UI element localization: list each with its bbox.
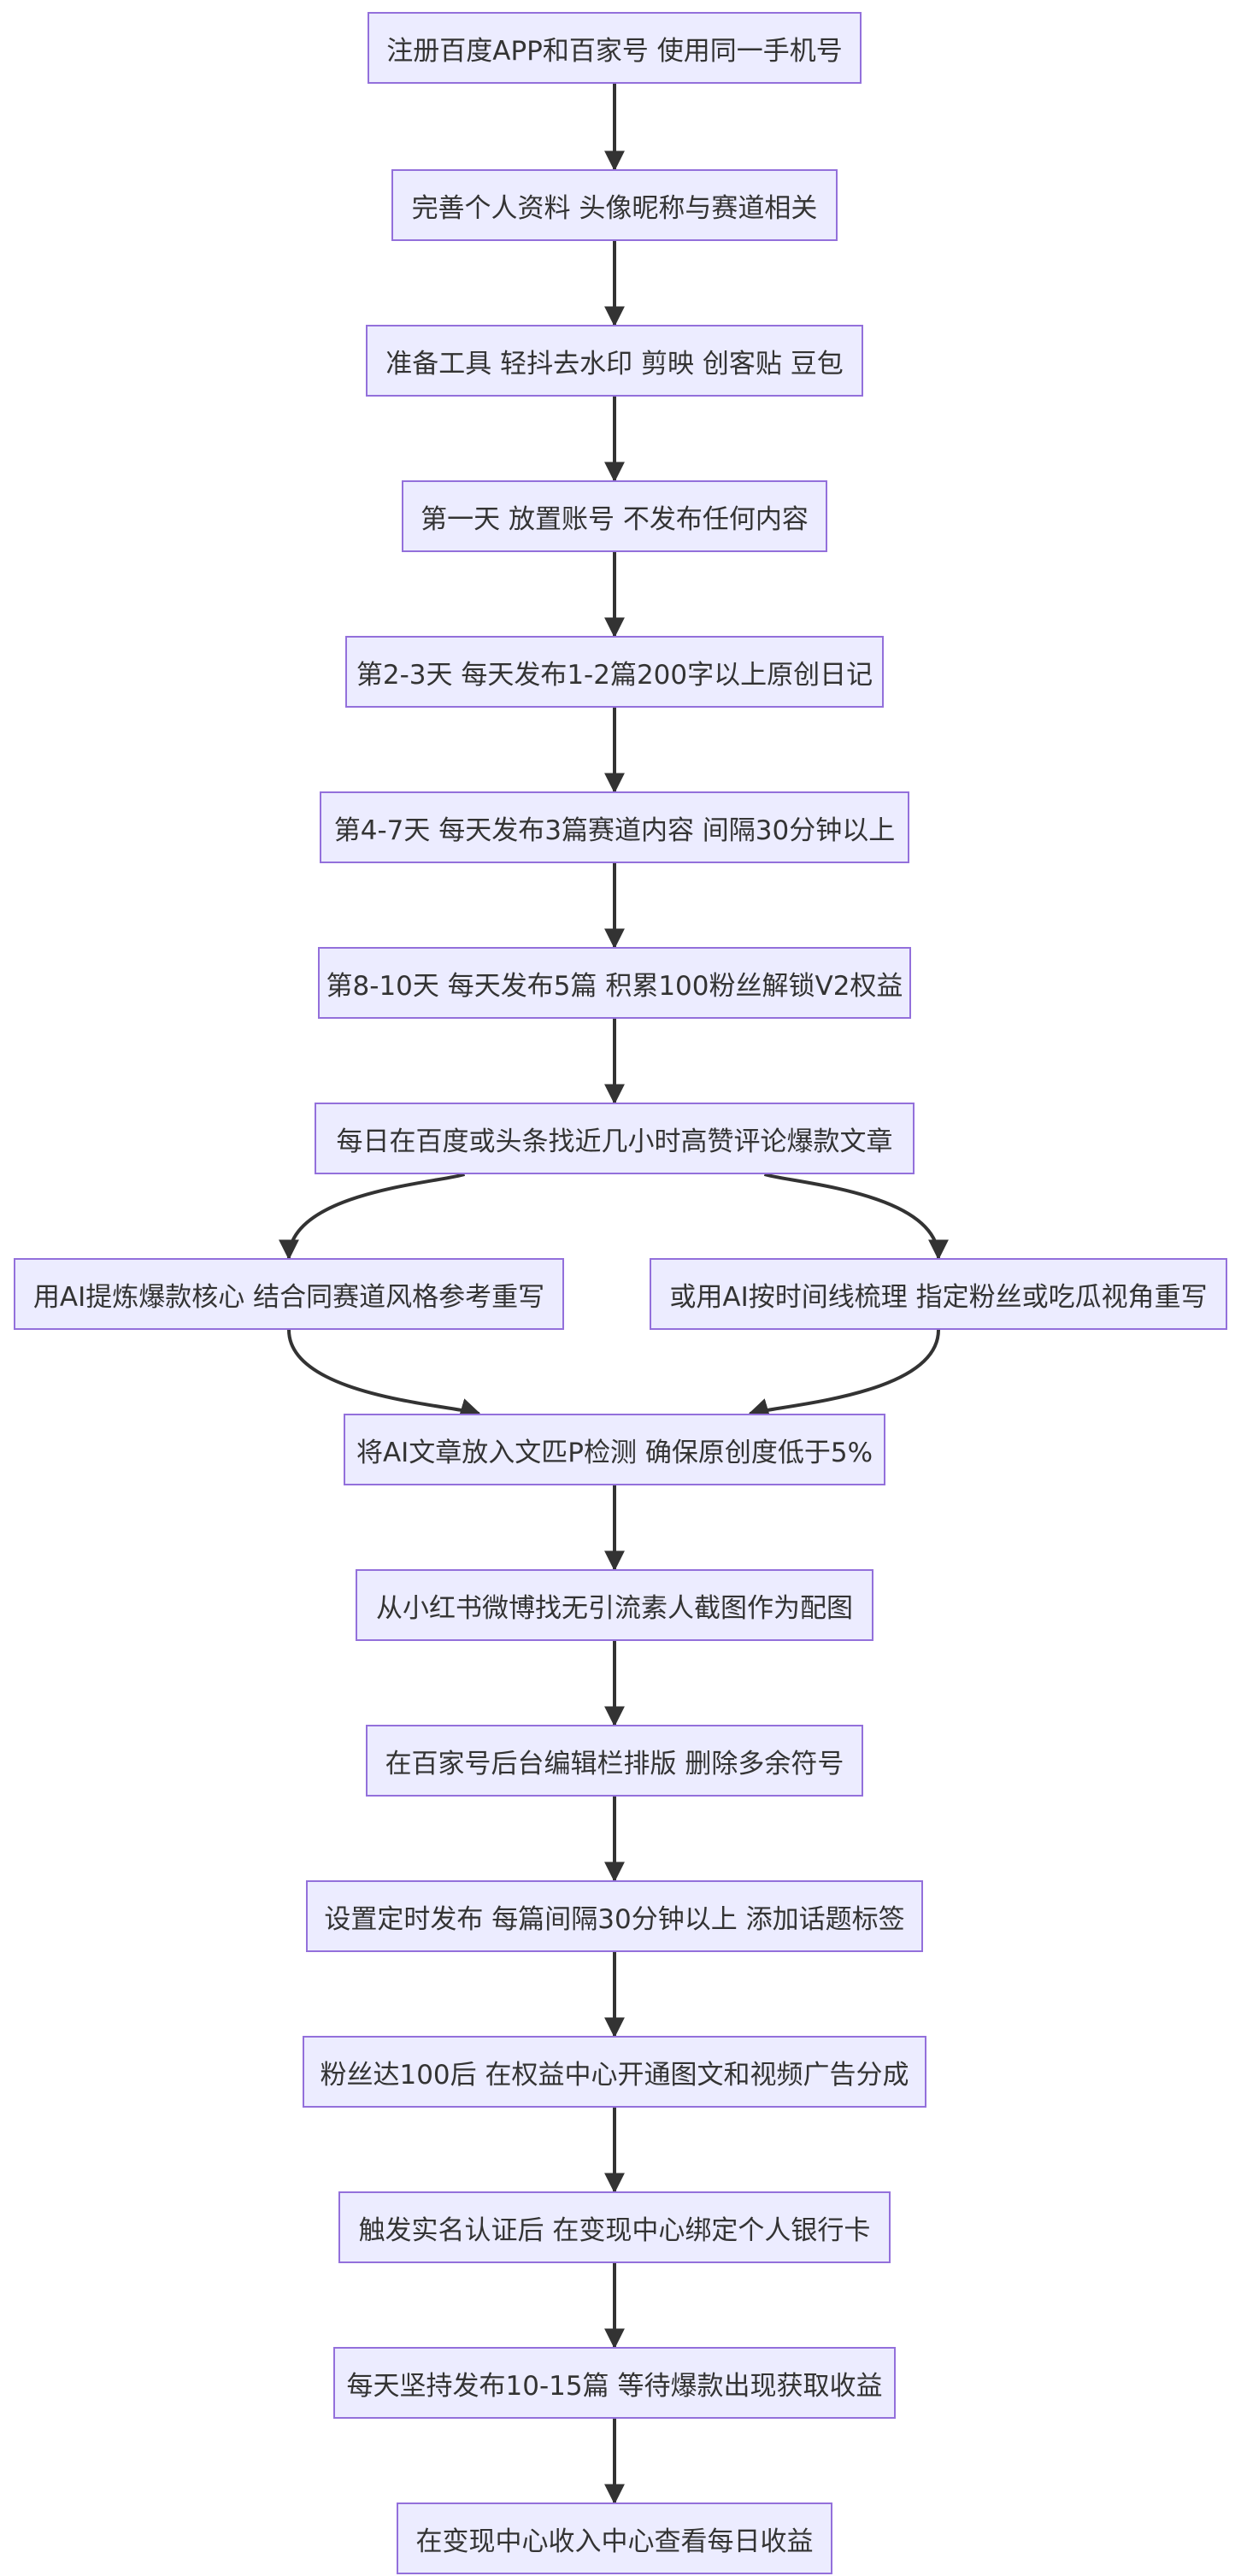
node-complete-profile: 完善个人资料 头像昵称与赛道相关 [391,169,838,241]
node-bind-bank-card: 触发实名认证后 在变现中心绑定个人银行卡 [338,2191,891,2263]
node-day-eight-ten: 第8-10天 每天发布5篇 积累100粉丝解锁V2权益 [318,947,911,1019]
node-originality-check: 将AI文章放入文匹P检测 确保原创度低于5% [344,1414,885,1485]
edge-n9b-to-n10 [748,1329,940,1419]
node-register-app: 注册百度APP和百家号 使用同一手机号 [368,12,862,84]
node-daily-publishing: 每天坚持发布10-15篇 等待爆款出现获取收益 [333,2347,896,2419]
node-ai-refine-rewrite: 用AI提炼爆款核心 结合同赛道风格参考重写 [14,1258,564,1330]
node-day-one: 第一天 放置账号 不发布任何内容 [402,480,827,552]
node-find-images: 从小红书微博找无引流素人截图作为配图 [356,1569,873,1641]
edge-n9a-to-n10 [287,1329,481,1419]
node-prepare-tools: 准备工具 轻抖去水印 剪映 创客贴 豆包 [366,325,863,397]
node-edit-layout: 在百家号后台编辑栏排版 删除多余符号 [366,1725,863,1797]
node-day-four-seven: 第4-7天 每天发布3篇赛道内容 间隔30分钟以上 [320,791,909,863]
node-day-two-three: 第2-3天 每天发布1-2篇200字以上原创日记 [345,636,884,708]
node-ai-timeline-rewrite: 或用AI按时间线梳理 指定粉丝或吃瓜视角重写 [650,1258,1227,1330]
node-view-earnings: 在变现中心收入中心查看每日收益 [397,2502,832,2574]
node-enable-ad-revenue: 粉丝达100后 在权益中心开通图文和视频广告分成 [303,2036,926,2108]
node-find-hot-articles: 每日在百度或头条找近几小时高赞评论爆款文章 [315,1103,915,1174]
edge-n8-to-n9b [763,1173,949,1261]
node-scheduled-publish: 设置定时发布 每篇间隔30分钟以上 添加话题标签 [306,1880,923,1952]
edge-n8-to-n9a [279,1173,466,1261]
